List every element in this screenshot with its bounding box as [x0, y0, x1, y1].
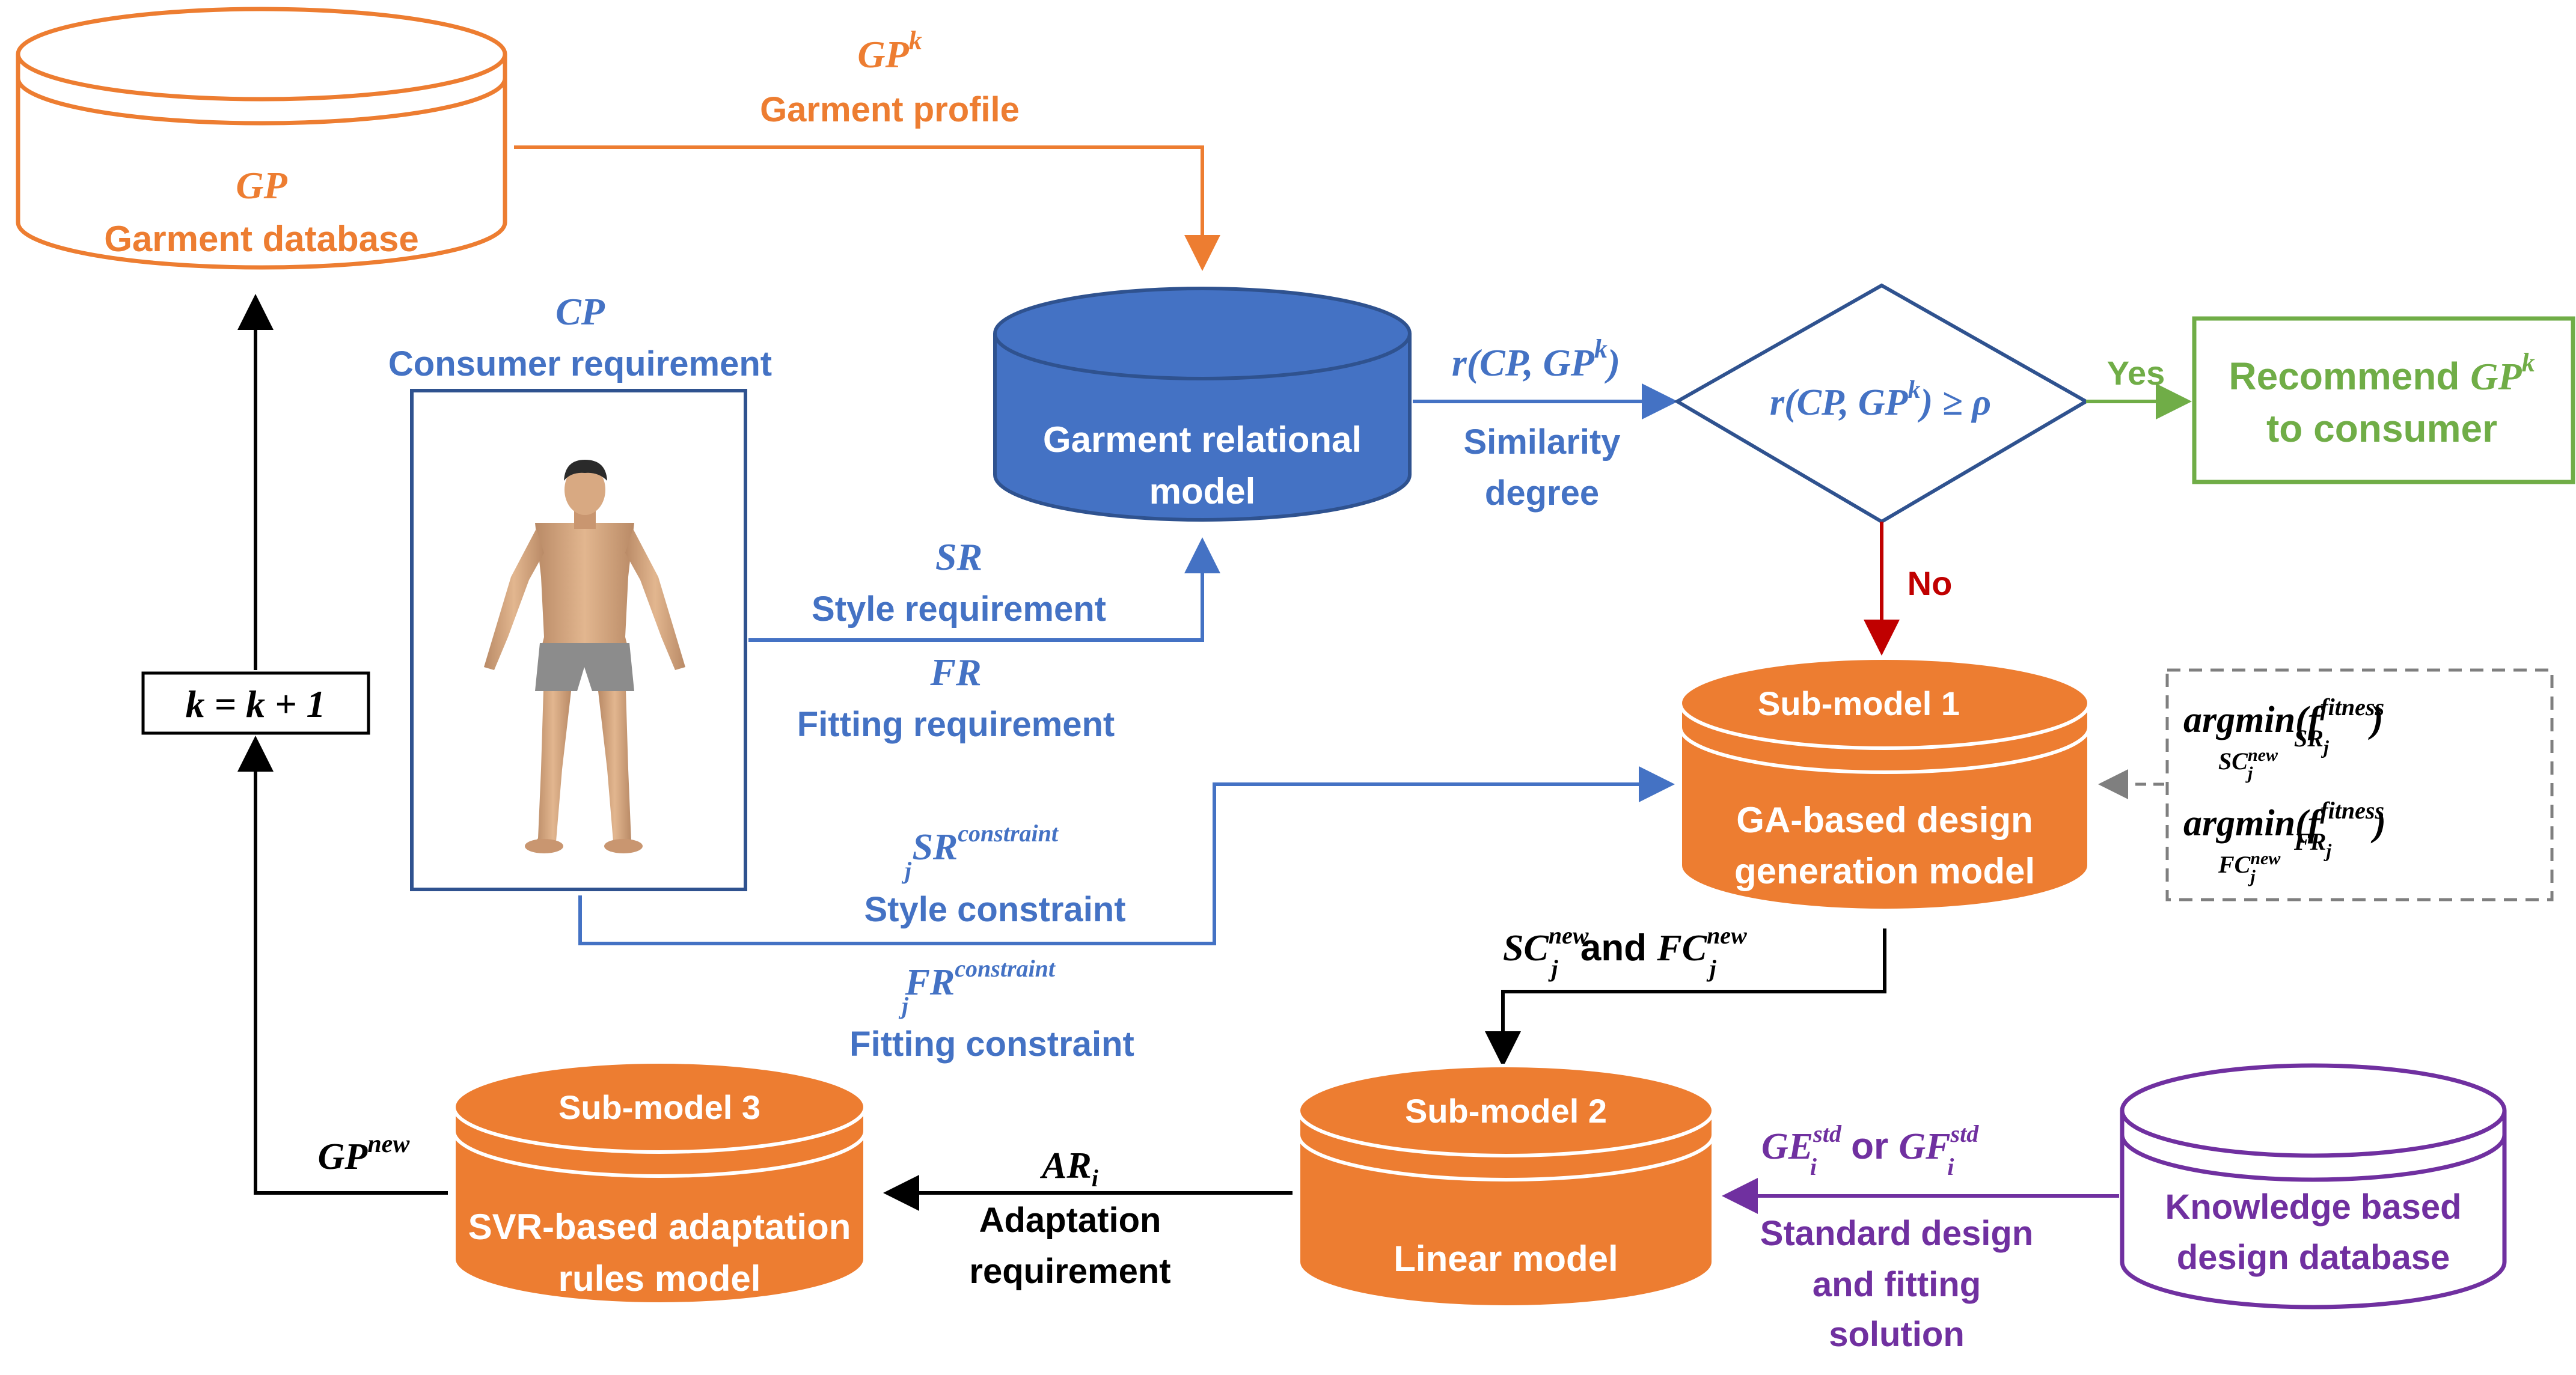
garment-relational-model: Garment relational model: [993, 287, 1412, 522]
style-constraint-label: Style constraint: [864, 890, 1125, 929]
arrow-gp-new: [237, 736, 448, 1195]
standard-line2: and fitting: [1813, 1265, 1981, 1304]
similarity-label-line2: degree: [1485, 474, 1599, 513]
adaptation-line2: requirement: [969, 1252, 1170, 1291]
arrow-constraints: [578, 766, 1675, 945]
arrow-style-fitting-requirement: [748, 537, 1220, 642]
sub2-line1: Linear model: [1394, 1239, 1618, 1279]
fitting-req-symbol: FR: [929, 651, 981, 694]
garment-db-label: Garment database: [104, 219, 419, 259]
sub3-line2: rules model: [558, 1258, 761, 1299]
arrow-sc-fc: [1485, 928, 1886, 1067]
no-label: No: [1908, 564, 1953, 602]
sub1-title: Sub-model 1: [1758, 684, 1960, 722]
knowledge-db-line2: design database: [2177, 1238, 2450, 1277]
garment-database: GP Garment database: [16, 7, 507, 270]
counter-box: [141, 671, 370, 735]
adaptation-symbol: ARi: [1039, 1145, 1098, 1192]
consumer-label: Consumer requirement: [388, 344, 772, 383]
decision-formula: r(CP, GPk) ≥ ρ: [1770, 376, 1991, 423]
counter-formula: k = k + 1: [186, 683, 326, 725]
adaptation-line1: Adaptation: [979, 1201, 1161, 1240]
fitting-constraint-label: Fitting constraint: [849, 1025, 1134, 1064]
yes-label: Yes: [2107, 354, 2165, 392]
sub3-line1: SVR-based adaptation: [468, 1207, 851, 1247]
sub-model-2: Sub-model 2 Linear model: [1297, 1064, 1715, 1309]
standard-line3: solution: [1829, 1315, 1965, 1354]
sub-model-3: Sub-model 3 SVR-based adaptation rules m…: [452, 1060, 867, 1306]
gp-new-label: GPnew: [318, 1130, 411, 1177]
relational-model-line1: Garment relational: [1043, 419, 1362, 460]
sub1-line1: GA-based design: [1736, 800, 2033, 840]
garment-profile-symbol: GPk: [857, 26, 922, 76]
standard-line1: Standard design: [1760, 1214, 2033, 1253]
arrow-garment-profile: [514, 145, 1220, 271]
sub-model-1: Sub-model 1 GA-based design generation m…: [1678, 656, 2091, 912]
objective-box: [2165, 668, 2554, 901]
style-req-symbol: SR: [935, 535, 982, 578]
similarity-label-line1: Similarity: [1463, 422, 1620, 462]
sub1-line2: generation model: [1734, 851, 2035, 891]
similarity-formula: r(CP, GPk): [1452, 334, 1620, 384]
relational-model-line2: model: [1149, 471, 1256, 511]
consumer-symbol: CP: [555, 290, 605, 333]
knowledge-database: Knowledge based design database: [2120, 1063, 2507, 1309]
garment-db-symbol: GP: [236, 164, 287, 207]
style-req-label: Style requirement: [812, 590, 1106, 629]
human-body-icon: [484, 460, 685, 853]
recommend-line1: Recommend GPk: [2229, 348, 2535, 398]
knowledge-db-line1: Knowledge based: [2165, 1188, 2461, 1227]
recommend-line2: to consumer: [2266, 407, 2497, 450]
garment-profile-label: Garment profile: [760, 90, 1020, 129]
recommend-box: [2192, 316, 2575, 484]
fitting-req-label: Fitting requirement: [797, 705, 1115, 744]
sub3-title: Sub-model 3: [558, 1088, 760, 1126]
sub2-title: Sub-model 2: [1405, 1092, 1607, 1130]
